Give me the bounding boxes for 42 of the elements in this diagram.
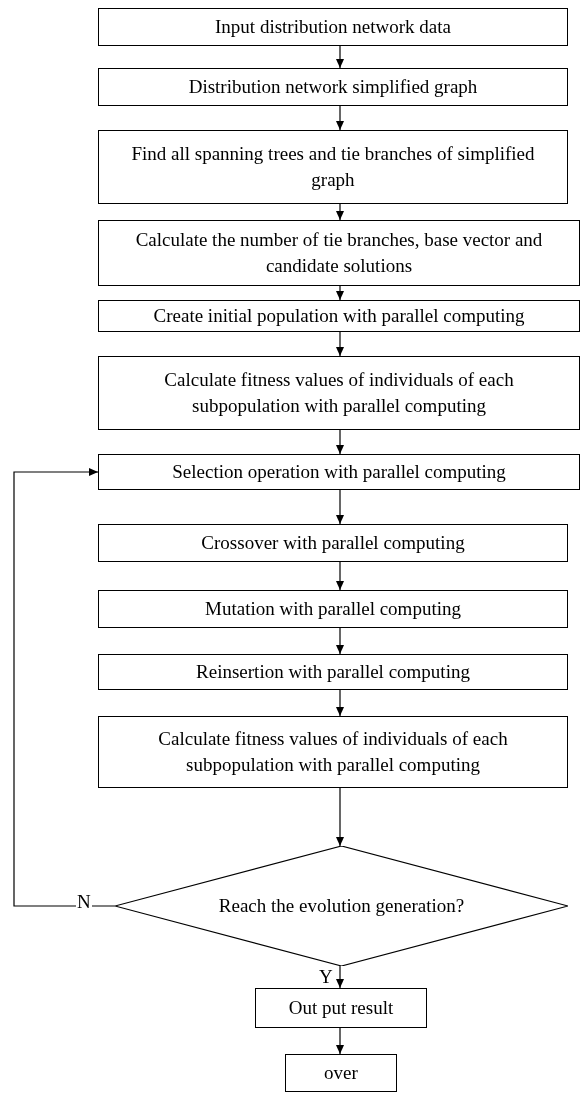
arrow [336, 627, 344, 655]
box-text: Out put result [287, 996, 395, 1020]
process-box [98, 300, 580, 332]
arrow [336, 787, 344, 847]
process-box [255, 988, 427, 1028]
arrow [336, 1027, 344, 1055]
box-text: Selection operation with parallel computing [171, 460, 507, 484]
arrow [336, 489, 344, 525]
box-text: over [323, 1061, 359, 1085]
arrow [336, 285, 344, 301]
process-box [98, 220, 580, 286]
box-text: Calculate fitness values of individuals of each subpopulation with parallel computing [163, 368, 515, 418]
process-box [98, 356, 580, 430]
arrow [336, 45, 344, 69]
arrow [336, 965, 344, 989]
box-text: Find all spanning trees and tie branches of simplified graph [130, 142, 536, 192]
box-text: Create initial population with parallel computing [152, 304, 526, 328]
box-text: Distribution network simplified graph [187, 75, 479, 99]
decision-diamond [115, 846, 568, 966]
arrow [336, 331, 344, 357]
process-box [98, 654, 568, 690]
arrow [336, 203, 344, 221]
process-box [98, 590, 568, 628]
arrow [336, 561, 344, 591]
arrow [13, 468, 116, 907]
arrow [336, 429, 344, 455]
arrow [336, 105, 344, 131]
box-text: Reinsertion with parallel computing [195, 660, 471, 684]
arrow [336, 689, 344, 717]
box-text: Calculate the number of tie branches, base vector and candidate solutions [134, 228, 544, 278]
box-text: Calculate fitness values of individuals of each subpopulation with parallel computing [157, 727, 509, 777]
process-box [98, 8, 568, 46]
process-box [98, 68, 568, 106]
process-box [98, 716, 568, 788]
process-box [285, 1054, 397, 1092]
box-text: Reach the evolution generation? [217, 894, 466, 918]
process-box [98, 454, 580, 490]
process-box [98, 130, 568, 204]
box-text: Input distribution network data [214, 15, 452, 39]
process-box [98, 524, 568, 562]
box-text: Mutation with parallel computing [204, 597, 462, 621]
box-text: Crossover with parallel computing [200, 531, 466, 555]
